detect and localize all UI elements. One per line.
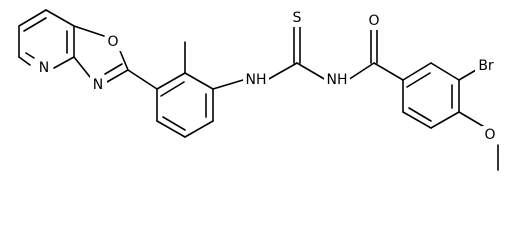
bond (18, 9, 47, 27)
molecule-drawing: N O N NH S NH O Br O (18, 9, 499, 171)
bond (156, 72, 186, 90)
bond (127, 69, 158, 90)
label-background (475, 57, 497, 75)
bond (184, 72, 214, 90)
label-background (366, 12, 382, 30)
bond (212, 79, 244, 90)
bond (347, 62, 375, 81)
structure-canvas: N O N NH S NH O Br O (18, 9, 499, 171)
bond (45, 9, 75, 27)
bond (458, 111, 487, 129)
bond (406, 72, 431, 88)
bond (160, 81, 185, 97)
bond (162, 116, 186, 131)
bond (23, 17, 47, 32)
bond (373, 62, 404, 81)
bond (296, 62, 327, 81)
bonds (18, 9, 499, 171)
carbonyl-o-label: O (368, 13, 379, 29)
bond (73, 25, 105, 37)
bond (458, 69, 477, 81)
label-background (35, 59, 53, 77)
label-background (90, 76, 107, 94)
bond (73, 56, 91, 78)
pyridine-n-label: N (39, 60, 49, 76)
oxazole-n-label: N (93, 77, 103, 93)
oxazole-o-label: O (107, 34, 118, 50)
bond (18, 56, 31, 66)
label-background (324, 71, 350, 89)
bond (402, 62, 432, 81)
bond (430, 111, 460, 129)
bond (104, 63, 123, 75)
methoxy-o-label: O (484, 127, 495, 143)
thione-s-label: S (293, 10, 302, 26)
nh-left-label: NH (246, 72, 267, 88)
atom-labels: N O N NH S NH O Br O (35, 9, 498, 144)
label-background (243, 71, 269, 89)
bond (408, 107, 432, 122)
bond (25, 52, 35, 59)
nh-right-label: NH (327, 72, 348, 88)
bond (266, 62, 298, 81)
bond (430, 62, 460, 81)
label-background (289, 9, 305, 27)
bond (402, 111, 432, 129)
bond (53, 56, 75, 69)
bond (156, 120, 186, 138)
bond (106, 69, 129, 83)
bond (184, 120, 214, 138)
label-background (105, 33, 121, 51)
label-background (482, 126, 498, 144)
bromo-label: Br (478, 58, 494, 74)
